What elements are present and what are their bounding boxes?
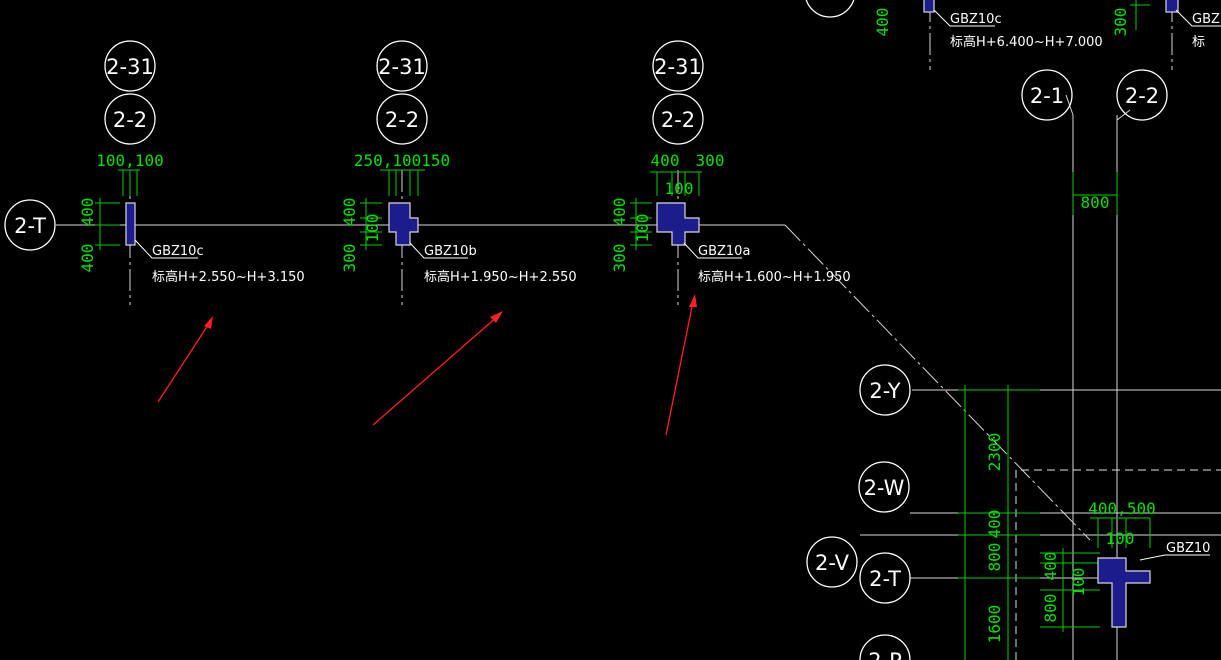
column-elevation-label: 标高H+1.950~H+2.550: [424, 269, 577, 285]
column-name-label: GBZ10c: [152, 244, 204, 259]
column-gbz10c-top[interactable]: 400 GBZ10c 标高H+6.400~H+7.000: [873, 0, 1103, 50]
axis-line-diagonal: [784, 224, 1091, 541]
axis-bubble[interactable]: 2-31: [104, 40, 156, 92]
axis-bubble-label: 2-V: [815, 551, 850, 575]
label-leader: [1175, 9, 1221, 27]
dimension-text: 100: [633, 214, 652, 243]
axis-bubble[interactable]: 2-W: [858, 461, 910, 513]
dimension-text: 300: [340, 244, 359, 273]
axis-bubble[interactable]: 2-2: [104, 93, 156, 145]
label-leader: [134, 239, 198, 259]
axis-leader-2-2: [1116, 109, 1131, 121]
axis-bubble-label: 2-Y: [869, 379, 900, 403]
dimension-marks: [95, 169, 140, 250]
column-name-label: GBZ10: [1166, 541, 1210, 556]
dimension-marks: [630, 171, 702, 250]
dimension-text: 100: [1106, 529, 1135, 548]
column-elevation-label: 标高H+1.600~H+1.950: [698, 269, 851, 285]
axis-bubbles: 2-31 2-2 2-31 2-2 2-31 2-2 2-T 2-1: [4, 0, 1168, 660]
column-elevation-label: 标高H+2.550~H+3.150: [152, 269, 305, 285]
column-shape: [1097, 557, 1151, 628]
axis-bubble-label: 2-P: [868, 649, 902, 660]
dimension-text: 400: [78, 244, 97, 273]
dimension-text: 800: [1081, 193, 1110, 212]
axis-bubble[interactable]: 2-2: [652, 93, 704, 145]
axis-bubble[interactable]: 2-2: [1116, 69, 1168, 121]
axis-bubble[interactable]: 2-31: [652, 40, 704, 92]
dimension-text: 400: [1041, 552, 1060, 581]
dashed-boundary: [1015, 469, 1221, 660]
dimension-text: 400: [610, 198, 629, 227]
dimension-text: 300: [696, 151, 725, 170]
dimension-text: 100: [363, 214, 382, 243]
column-shape: [923, 0, 935, 13]
column-gbz10a[interactable]: 400 300 100 400 100 300 GBZ10a 标高H+1.600…: [610, 151, 851, 285]
dimension-text: 400: [78, 198, 97, 227]
dimension-text: 2300: [985, 433, 1004, 472]
axis-bubble-label: 2-31: [654, 55, 702, 79]
column-shape: [125, 202, 136, 246]
axis-bubble[interactable]: 2-31: [376, 40, 428, 92]
column-shape: [1165, 0, 1179, 13]
dimension-text: 800: [985, 543, 1004, 572]
axis-bubble-label: 2-2: [661, 108, 695, 132]
axis-bubble-label: 2-W: [864, 476, 905, 500]
axis-bubble-label: 2-2: [385, 108, 419, 132]
axis-bubble-label: 2-31: [378, 55, 426, 79]
axis-bubble-label: 2-T: [14, 214, 46, 238]
axis-bubble-label: 2-31: [106, 55, 154, 79]
column-gbz10c[interactable]: 100,100 400 400 GBZ10c 标高H+2.550~H+3.150: [78, 151, 305, 285]
column-gbz1-top[interactable]: 300 GBZ1 标: [1111, 0, 1221, 50]
axis-bubble[interactable]: 2-1: [1021, 69, 1073, 121]
label-leader: [683, 242, 742, 259]
axis-bubble[interactable]: 2-1: [805, 0, 855, 18]
label-leader: [409, 242, 468, 259]
right-area-dimensions: 800 2300 400 800 1600 400,500 100 400 10…: [958, 172, 1156, 660]
axis-bubble-label: 2-1: [1030, 84, 1064, 108]
column-elevation-label: 标: [1192, 35, 1205, 50]
column-shape: [388, 202, 419, 246]
axis-bubble[interactable]: 2-T: [4, 199, 56, 251]
dimension-text: 400: [873, 8, 892, 37]
axis-bubble[interactable]: 2-V: [806, 536, 858, 588]
column-gbz10[interactable]: GBZ10: [1097, 541, 1210, 628]
red-arrow-1: [157, 316, 213, 403]
dimension-text: 100,100: [96, 151, 163, 170]
column-name-label: GBZ10c: [950, 12, 1002, 27]
column-elevation-label: 标高H+6.400~H+7.000: [950, 34, 1103, 50]
dimension-text: 100: [1069, 568, 1088, 597]
column-name-label: GBZ10a: [698, 244, 750, 259]
red-arrow-3: [665, 294, 697, 436]
axis-bubble-label: 2-2: [113, 108, 147, 132]
dimension-text: 100: [665, 179, 694, 198]
dimension-text: 300: [1111, 8, 1130, 37]
dimension-text: 300: [610, 244, 629, 273]
axis-bubble-label: 2-2: [1125, 84, 1159, 108]
annotation-arrows: [157, 294, 697, 436]
dimension-text: 400: [340, 198, 359, 227]
dimension-text: 400: [985, 510, 1004, 539]
dimension-text: 400: [651, 151, 680, 170]
axis-bubble-label: 2-1: [813, 0, 847, 5]
label-leader: [1139, 554, 1210, 561]
axis-bubble[interactable]: 2-T: [859, 552, 911, 604]
axis-bubble[interactable]: 2-Y: [859, 364, 911, 416]
column-gbz10b[interactable]: 250,100150 400 100 300 GBZ10b 标高H+1.950~…: [340, 151, 577, 285]
column-shape: [656, 202, 700, 246]
dimension-text: 1600: [985, 605, 1004, 644]
dimension-text: 400,500: [1088, 499, 1155, 518]
axis-bubble-label: 2-T: [869, 567, 901, 591]
dimension-text: 250,100150: [354, 151, 450, 170]
column-name-label: GBZ1: [1192, 12, 1221, 27]
red-arrow-2: [372, 311, 503, 426]
label-leader: [933, 9, 995, 27]
axis-bubble[interactable]: 2-P: [859, 634, 911, 660]
dimension-marks: [360, 169, 425, 250]
column-name-label: GBZ10b: [424, 244, 477, 259]
dimension-text: 800: [1041, 594, 1060, 623]
axis-bubble[interactable]: 2-2: [376, 93, 428, 145]
